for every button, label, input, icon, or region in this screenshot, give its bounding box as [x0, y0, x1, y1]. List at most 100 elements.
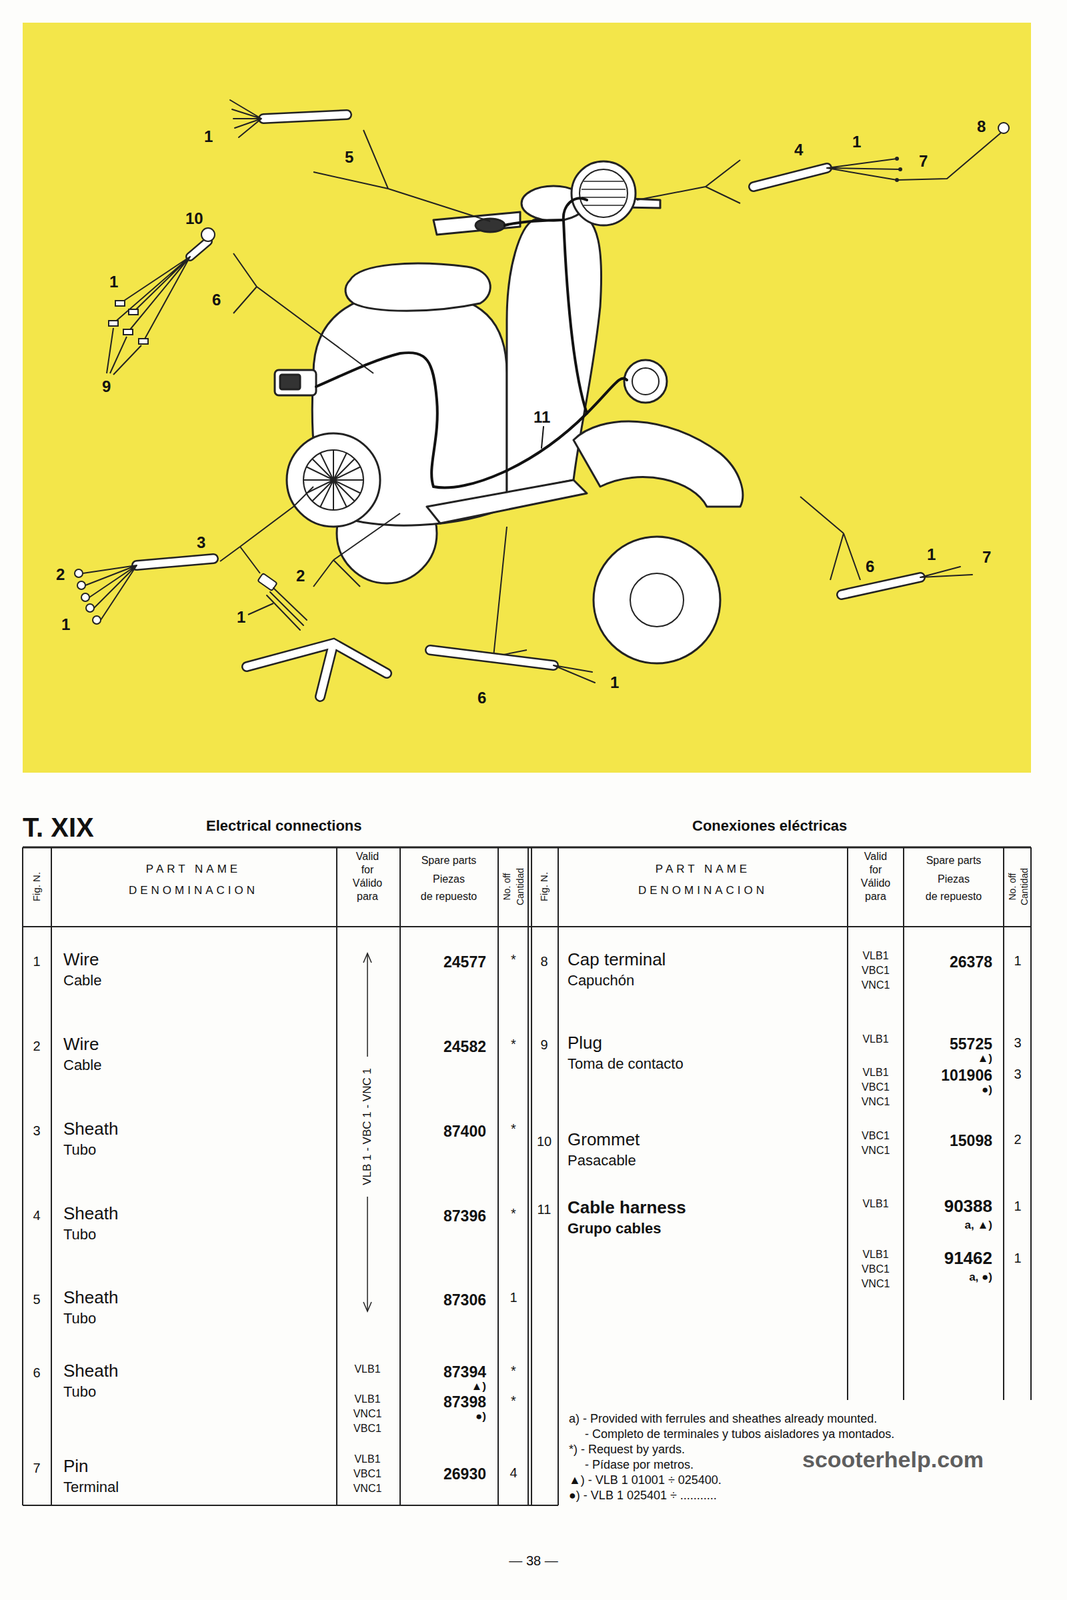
fig-number: 3 — [32, 1123, 41, 1140]
part-number: 87394 — [443, 1363, 487, 1382]
column-header: Valid — [356, 850, 379, 863]
wire-sketches — [115, 300, 125, 307]
fig-number: 11 — [537, 1202, 552, 1218]
column-header: DENOMINACION — [638, 884, 768, 898]
leader-lines — [313, 130, 491, 222]
valid-for: VLB1 — [354, 1363, 381, 1376]
valid-for: VNC1 — [353, 1483, 383, 1496]
part-number: 87396 — [443, 1207, 487, 1226]
valid-for: VNC1 — [353, 1408, 383, 1421]
part-number: 87400 — [443, 1123, 487, 1141]
part-number: 26930 — [443, 1465, 487, 1484]
scooter-drawing — [303, 450, 364, 511]
callout-number: 5 — [344, 148, 354, 167]
wire-sketches — [898, 167, 903, 172]
footnote-mark: a, ▲) — [964, 1219, 993, 1233]
scooter-drawing — [581, 181, 626, 206]
valid-for: VLB1 — [862, 1249, 889, 1262]
callout-number: 4 — [794, 140, 803, 160]
callout-number: 2 — [296, 566, 305, 586]
wire-sketches — [108, 300, 149, 345]
callout-number: 7 — [918, 152, 928, 171]
column-header: Piezas — [937, 873, 970, 886]
scooter-drawing — [274, 161, 743, 664]
column-header: Fig. N. — [538, 872, 550, 902]
scooter-drawing — [286, 433, 381, 527]
quantity: * — [510, 1206, 517, 1222]
valid-for: VLB1 — [354, 1393, 381, 1406]
quantity: 1 — [1013, 1199, 1021, 1215]
part-name-es: Cable — [63, 972, 102, 989]
wire-sketches — [190, 241, 209, 257]
part-number: 87306 — [443, 1291, 487, 1310]
quantity: 1 — [1013, 1251, 1021, 1267]
fig-number: 6 — [32, 1365, 41, 1382]
wire-sketches — [553, 665, 595, 683]
scooter-drawing — [303, 450, 364, 511]
page-heading: T. XIX — [22, 812, 95, 843]
wire-sketches — [246, 643, 387, 697]
valid-for: VBC1 — [353, 1423, 382, 1436]
callout-number: 2 — [56, 565, 65, 585]
quantity: 1 — [509, 1290, 517, 1306]
part-number: 24577 — [443, 953, 487, 971]
callout-number: 7 — [982, 548, 991, 567]
wire-sketches — [841, 577, 921, 595]
wire-sketches — [82, 565, 137, 621]
column-header: para — [864, 890, 887, 903]
valid-for: VBC1 — [861, 1263, 890, 1276]
wire-sketches — [113, 256, 191, 342]
fig-number: 7 — [32, 1461, 41, 1477]
fig-number: 4 — [32, 1208, 41, 1224]
scooter-drawing — [433, 212, 521, 235]
wire-sketches — [123, 329, 133, 335]
part-name: Plug — [567, 1033, 603, 1054]
part-number: 101906 — [940, 1067, 993, 1085]
callout-number: 10 — [185, 209, 204, 229]
table-rules — [22, 846, 1031, 849]
footnote-mark: ▲) — [471, 1380, 487, 1394]
footnote-mark: ●) — [981, 1083, 993, 1098]
valid-for: VBC1 — [861, 964, 890, 977]
leader-lines — [220, 486, 314, 574]
wire-sketches — [74, 569, 83, 578]
valid-for: VBC1 — [861, 1081, 890, 1094]
valid-for: VBC1 — [353, 1468, 382, 1481]
part-name: Wire — [63, 1034, 99, 1055]
callout-number: 1 — [61, 615, 71, 635]
column-header: No. off — [1006, 873, 1018, 901]
quantity: 3 — [1013, 1067, 1021, 1083]
scooter-drawing — [579, 169, 628, 218]
column-header: Válido — [860, 877, 891, 890]
scooter-drawing — [274, 370, 317, 396]
quantity: * — [510, 1121, 517, 1138]
valid-for: VNC1 — [861, 1145, 891, 1158]
wire-sketches — [74, 100, 1009, 697]
wire-sketches — [108, 320, 119, 327]
column-header: No. off — [501, 873, 513, 901]
part-name: Cap terminal — [567, 950, 666, 971]
column-header: Válido — [352, 877, 383, 890]
column-header: Cantidad — [514, 868, 526, 906]
scooter-drawing — [573, 421, 743, 507]
callout-number: 6 — [477, 688, 487, 708]
scooter-drawing — [593, 536, 721, 664]
callout-number: 6 — [865, 557, 875, 577]
footnote: a) - Provided with ferrules and sheathes… — [568, 1412, 877, 1427]
cable-harness — [541, 426, 544, 449]
scooter-drawing — [632, 368, 659, 395]
valid-for: VNC1 — [861, 1096, 891, 1109]
wire-sketches — [128, 309, 139, 315]
part-name: Cable harness — [567, 1198, 687, 1219]
wire-sketches — [841, 577, 921, 595]
footnote-mark: ●) — [475, 1410, 487, 1424]
cable-harness — [504, 220, 564, 226]
quantity: * — [510, 952, 517, 968]
wire-sketches — [263, 114, 347, 119]
fig-number: 5 — [32, 1292, 41, 1308]
scooter-drawing — [630, 573, 684, 627]
leader-lines — [636, 160, 741, 204]
scooter-drawing — [624, 360, 667, 403]
footnote-mark: a, ●) — [968, 1271, 993, 1285]
